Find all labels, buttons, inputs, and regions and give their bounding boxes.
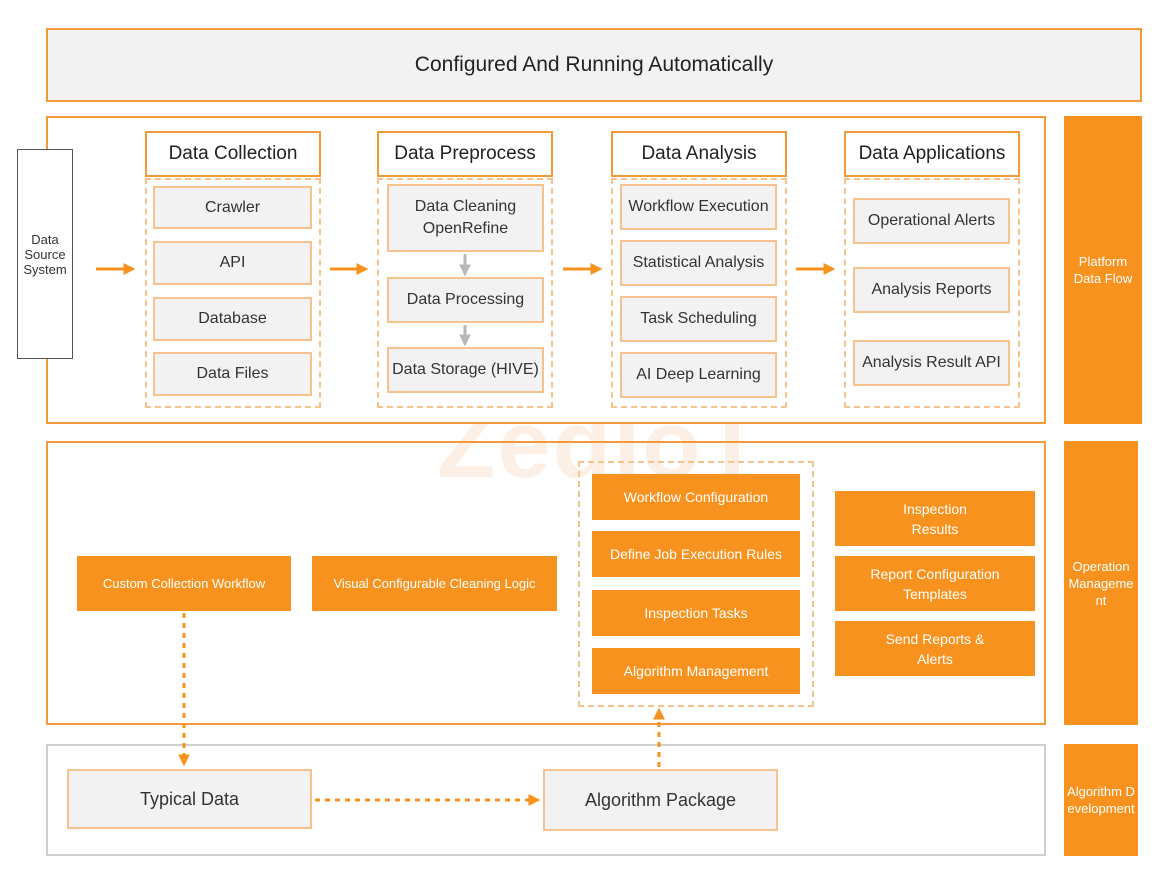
analysis-title: Data Analysis: [611, 131, 787, 177]
analysis-item-scheduling: Task Scheduling: [620, 296, 777, 342]
applications-title: Data Applications: [844, 131, 1020, 177]
inspection-results: Inspection Results: [835, 491, 1035, 546]
collection-title: Data Collection: [145, 131, 321, 177]
algorithm-package: Algorithm Package: [543, 769, 778, 831]
dashed-arrows: [178, 613, 665, 806]
collection-item-data-files: Data Files: [153, 352, 312, 396]
side-label-operation: Operation Management: [1064, 441, 1138, 725]
top-banner: Configured And Running Automatically: [46, 28, 1142, 102]
define-job-rules: Define Job Execution Rules: [592, 531, 800, 577]
collection-group: [145, 178, 321, 408]
operation-panel: [46, 441, 1046, 725]
applications-item-api: Analysis Result API: [853, 340, 1010, 386]
workflow-config-group: [578, 461, 814, 707]
inspection-tasks: Inspection Tasks: [592, 590, 800, 636]
collection-item-database: Database: [153, 297, 312, 341]
applications-item-alerts: Operational Alerts: [853, 198, 1010, 244]
applications-group: [844, 178, 1020, 408]
collection-item-api: API: [153, 241, 312, 285]
side-label-platform: Platform Data Flow: [1064, 116, 1142, 424]
custom-collection-workflow: Custom Collection Workflow: [77, 556, 291, 611]
data-source-system: Data Source System: [17, 149, 73, 359]
applications-item-reports: Analysis Reports: [853, 267, 1010, 313]
preprocess-item-storage: Data Storage (HIVE): [387, 347, 544, 393]
preprocess-title: Data Preprocess: [377, 131, 553, 177]
typical-data: Typical Data: [67, 769, 312, 829]
side-label-algorithm: Algorithm Development: [1064, 744, 1138, 856]
collection-item-crawler: Crawler: [153, 186, 312, 229]
preprocess-item-processing: Data Processing: [387, 277, 544, 323]
analysis-group: [611, 178, 787, 408]
analysis-item-workflow: Workflow Execution: [620, 184, 777, 230]
algorithm-management: Algorithm Management: [592, 648, 800, 694]
preprocess-group: [377, 178, 553, 408]
send-reports-alerts: Send Reports & Alerts: [835, 621, 1035, 676]
preprocess-item-cleaning: Data Cleaning OpenRefine: [387, 184, 544, 252]
analysis-item-statistical: Statistical Analysis: [620, 240, 777, 286]
analysis-item-ai: AI Deep Learning: [620, 352, 777, 398]
report-config-templates: Report Configuration Templates: [835, 556, 1035, 611]
workflow-configuration: Workflow Configuration: [592, 474, 800, 520]
visual-cleaning-logic: Visual Configurable Cleaning Logic: [312, 556, 557, 611]
